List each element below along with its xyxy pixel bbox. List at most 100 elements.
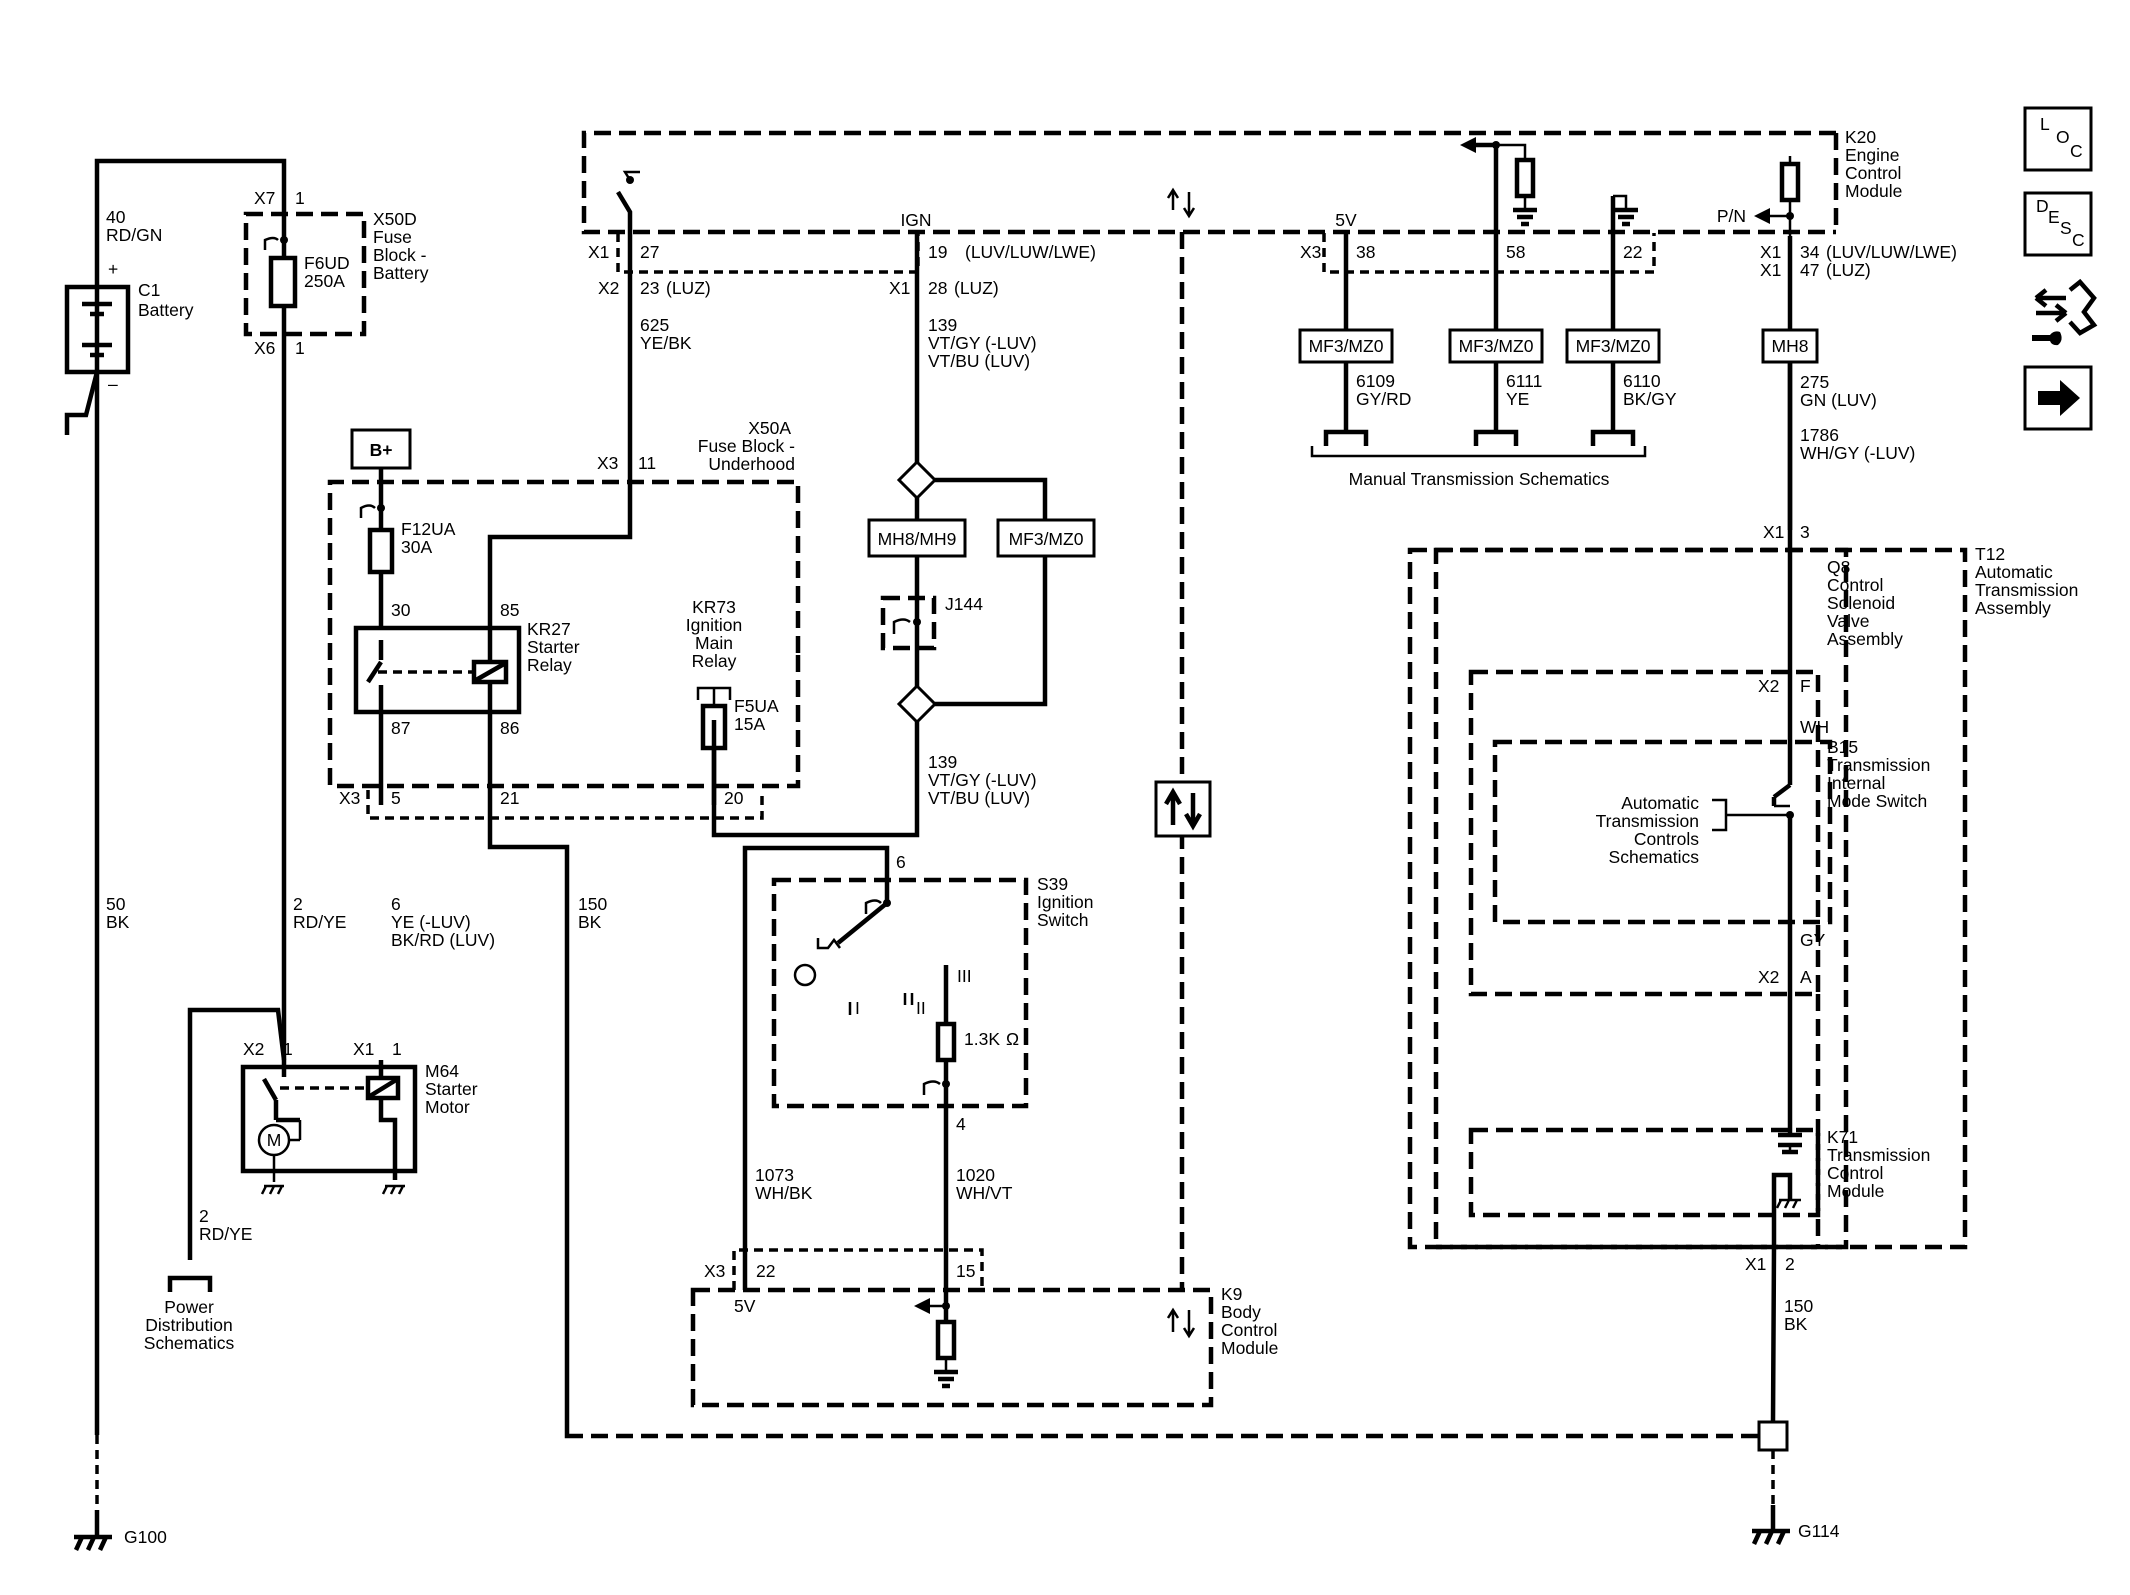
b15-desc-1: Transmission <box>1827 755 1930 775</box>
x50a-pin-5: 5 <box>391 788 401 808</box>
m64-desc-1: Starter <box>425 1079 478 1099</box>
x50a-conn-in: X3 <box>597 453 618 473</box>
q8-desc-3: Valve <box>1827 611 1869 631</box>
wire-1786-num: 1786 <box>1800 425 1839 445</box>
battery-minus: – <box>108 374 118 394</box>
x50d-desc-2: Block - <box>373 245 427 265</box>
battery-name: C1 <box>138 280 160 300</box>
battery-desc: Battery <box>138 300 194 320</box>
loc-o: O <box>2056 127 2070 147</box>
starter-motor-m64: M X2 1 X1 1 M64 Starter Motor <box>187 1007 478 1260</box>
ignition-feed-path: MH8/MH9 MF3/MZ0 J144 139 VT/GY (-LUV) VT… <box>711 459 1096 838</box>
m64-motor-symbol: M <box>267 1130 282 1150</box>
bcm-desc-1: Body <box>1221 1302 1261 1322</box>
t12-desc-3: Assembly <box>1975 598 2051 618</box>
ecm-x3: X3 <box>1300 242 1321 262</box>
ground-bus: G100 G114 <box>73 1420 1840 1551</box>
x50a-pin-20: 20 <box>724 788 744 808</box>
bcm-pin-15: 15 <box>956 1261 975 1281</box>
wire-1073-color: WH/BK <box>755 1183 813 1203</box>
x50a-name: X50A <box>748 418 791 438</box>
kr73-fuse: F5UA <box>734 696 779 716</box>
wire-40-num: 40 <box>106 207 126 227</box>
battery-c1: + – C1 Battery 40 RD/GN <box>64 158 287 1435</box>
wire-139a-line1: VT/GY (-LUV) <box>928 333 1037 353</box>
mh8-box: MH8 <box>1772 336 1809 356</box>
wire-625-num: 625 <box>640 315 669 335</box>
ecm-pin-27: 27 <box>640 242 659 262</box>
ecm-pin-28-note: (LUZ) <box>954 278 999 298</box>
k71-name: K71 <box>1827 1127 1858 1147</box>
t12-desc-1: Automatic <box>1975 562 2053 582</box>
s39-pin-6: 6 <box>896 852 906 872</box>
q8-desc-1: Control <box>1827 575 1883 595</box>
battery-plus: + <box>108 259 118 279</box>
x50d-pin-top: 1 <box>295 188 305 208</box>
mf3-box-b: MF3/MZ0 <box>1459 336 1534 356</box>
wire-150b-color: BK <box>1784 1314 1808 1334</box>
ecm-x1-pin3-conn: X1 <box>1763 522 1784 542</box>
x50a-fuse: F12UA <box>401 519 456 539</box>
mf3-box-c: MF3/MZ0 <box>1576 336 1651 356</box>
ecm-pin-47: 47 <box>1800 260 1819 280</box>
wire-6-line1: YE (-LUV) <box>391 912 471 932</box>
wire-139a-line2: VT/BU (LUV) <box>928 351 1030 371</box>
wire-6-line2: BK/RD (LUV) <box>391 930 495 950</box>
ecm-pn: P/N <box>1717 206 1746 226</box>
b15-wire-bot: GY <box>1800 930 1826 950</box>
wire-6109-color: GY/RD <box>1356 389 1411 409</box>
kr73-rating: 15A <box>734 714 765 734</box>
desc-button[interactable]: D E S C <box>2023 191 2093 257</box>
x50a-conn-out: X3 <box>339 788 360 808</box>
q8-name: Q8 <box>1827 557 1850 577</box>
bcm-5v: 5V <box>734 1296 756 1316</box>
ecm-desc-1: Engine <box>1845 145 1900 165</box>
ecm-pin-38: 38 <box>1356 242 1375 262</box>
desc-s: S <box>2060 218 2072 238</box>
s39-name: S39 <box>1037 874 1068 894</box>
wire-139b-line2: VT/BU (LUV) <box>928 788 1030 808</box>
b15-conn-top: X2 <box>1758 676 1779 696</box>
b15-pin-top: F <box>1800 676 1811 696</box>
wire-139a-num: 139 <box>928 315 957 335</box>
wire-150b-num: 150 <box>1784 1296 1813 1316</box>
s39-pos-2: II <box>916 998 926 1018</box>
x50d-fuse: F6UD <box>304 253 350 273</box>
wire-625-color: YE/BK <box>640 333 692 353</box>
ecm-x1d: X1 <box>1760 260 1781 280</box>
x50a-pin-21: 21 <box>500 788 519 808</box>
fuse-block-x50d: X7 1 X6 1 F6UD 250A X50D Fuse Block - Ba… <box>243 188 429 1060</box>
ecm-x1c: X1 <box>1760 242 1781 262</box>
wire-1073-num: 1073 <box>755 1165 794 1185</box>
bcm-desc-2: Control <box>1221 1320 1277 1340</box>
k71-conn: X1 <box>1745 1254 1766 1274</box>
wire-6110-num: 6110 <box>1623 371 1661 391</box>
x50d-conn-top: X7 <box>254 188 275 208</box>
ecm-x1b: X1 <box>889 278 910 298</box>
x50a-desc-2: Underhood <box>708 454 795 474</box>
kr27-name: KR27 <box>527 619 571 639</box>
ecm-x1: X1 <box>588 242 609 262</box>
wire-6109-num: 6109 <box>1356 371 1395 391</box>
q8-desc-2: Solenoid <box>1827 593 1895 613</box>
ecm-desc-3: Module <box>1845 181 1902 201</box>
m64-name: M64 <box>425 1061 459 1081</box>
t12-name: T12 <box>1975 544 2005 564</box>
j144-label: J144 <box>945 594 983 614</box>
wire-6110-color: BK/GY <box>1623 389 1677 409</box>
ecm-pin-58: 58 <box>1506 242 1525 262</box>
kr73-desc-3: Relay <box>692 651 737 671</box>
b15-wire-top: WH <box>1800 717 1829 737</box>
ecm-pin-34: 34 <box>1800 242 1820 262</box>
x50d-name: X50D <box>373 209 417 229</box>
service-tools-icon[interactable] <box>2032 278 2098 346</box>
s39-ohm: Ω <box>1006 1029 1019 1049</box>
loc-button[interactable]: L O C <box>2023 106 2093 172</box>
k71-desc-1: Transmission <box>1827 1145 1930 1165</box>
kr27-desc-2: Relay <box>527 655 572 675</box>
next-arrow-button[interactable] <box>2023 365 2093 431</box>
desc-c: C <box>2072 230 2085 250</box>
m64-conn-b: X1 <box>353 1039 374 1059</box>
inline-harness-boxes: MF3/MZ0 MF3/MZ0 MF3/MZ0 MH8 6109 GY/RD 6… <box>1298 328 1915 785</box>
